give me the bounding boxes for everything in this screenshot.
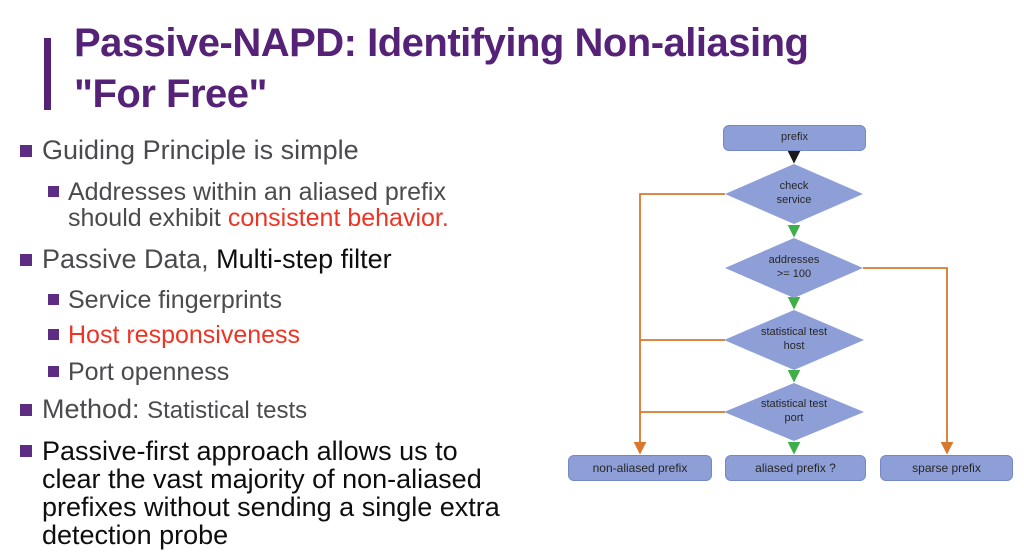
- bullet-passive-first: Passive-first approach allows us to clea…: [20, 437, 500, 549]
- bullet-text: Passive Data,: [42, 244, 217, 274]
- bullet-host-responsiveness: Host responsiveness: [48, 322, 300, 348]
- flow-node-prefix: prefix: [723, 125, 866, 151]
- bullet-port-openness: Port openness: [48, 359, 229, 385]
- bullet-guiding-principle: Guiding Principle is simple: [20, 137, 359, 164]
- bullet-addresses-consistent: Addresses within an aliased prefix shoul…: [48, 179, 449, 231]
- arrow-left-branch-to-non-aliased: [633, 193, 725, 455]
- bullet-passive-data: Passive Data, Multi-step filter: [20, 246, 392, 273]
- flowchart-connectors: [633, 151, 954, 455]
- title-accent-bar: [44, 38, 51, 110]
- bullet-square-icon: [20, 445, 32, 457]
- bullet-text-bold: Multi-step filter: [216, 244, 392, 274]
- bullet-service-fingerprints: Service fingerprints: [48, 287, 282, 313]
- bullet-text-secondary: Statistical tests: [147, 397, 308, 424]
- bullet-square-icon: [48, 294, 59, 305]
- bullet-square-icon: [20, 404, 32, 416]
- flow-node-non-aliased-prefix: non-aliased prefix: [568, 455, 712, 481]
- bullet-text: Passive-first approach allows us to clea…: [42, 436, 500, 551]
- bullet-square-icon: [20, 254, 32, 266]
- bullet-text: Addresses within an aliased prefix shoul…: [68, 178, 446, 232]
- bullet-text: Service fingerprints: [68, 286, 282, 314]
- flow-node-sparse-prefix: sparse prefix: [880, 455, 1013, 481]
- bullet-text: Port openness: [68, 358, 230, 386]
- bullet-square-icon: [48, 366, 59, 377]
- arrow-right-branch-to-sparse: [863, 267, 954, 455]
- bullet-square-icon: [20, 145, 32, 157]
- bullet-text-highlight: consistent behavior.: [227, 204, 449, 232]
- bullet-method: Method: Statistical tests: [20, 396, 307, 423]
- bullet-text-highlight: Host responsiveness: [68, 321, 301, 349]
- flow-node-aliased-prefix: aliased prefix ?: [725, 455, 866, 481]
- bullet-square-icon: [48, 186, 59, 197]
- bullet-text: Method:: [42, 394, 148, 424]
- bullet-text: Guiding Principle is simple: [42, 135, 359, 165]
- bullet-square-icon: [48, 329, 59, 340]
- flowchart: prefix check service addresses >= 100 st…: [560, 110, 1024, 510]
- slide-title: Passive-NAPD: Identifying Non-aliasing "…: [74, 21, 809, 117]
